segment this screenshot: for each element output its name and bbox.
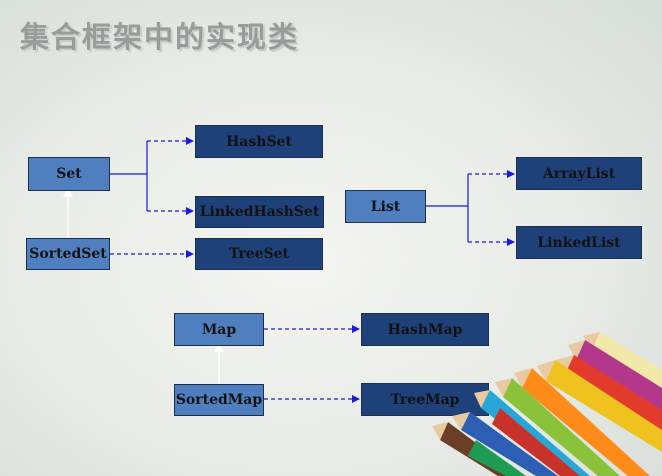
node-tree-set: TreeSet <box>195 238 323 270</box>
set-branch-connector <box>110 141 148 211</box>
pencil <box>452 412 558 476</box>
pencil <box>556 355 662 430</box>
pencil <box>537 360 662 452</box>
pencil <box>474 390 590 476</box>
node-list: List <box>345 190 426 223</box>
list-branch-connector <box>426 174 469 242</box>
pencil <box>495 378 620 476</box>
node-sorted-set: SortedSet <box>26 238 110 270</box>
pencil <box>468 440 526 476</box>
node-sorted-map: SortedMap <box>174 384 264 416</box>
pencil <box>514 368 650 476</box>
page-title: 集合框架中的实现类 <box>20 20 300 54</box>
node-linked-list: LinkedList <box>516 226 642 259</box>
pencil <box>492 408 580 476</box>
pencil <box>568 340 662 410</box>
node-set: Set <box>28 157 110 191</box>
node-array-list: ArrayList <box>516 157 642 190</box>
node-hash-map: HashMap <box>361 313 489 346</box>
node-map: Map <box>174 313 264 346</box>
node-tree-map: TreeMap <box>361 383 489 416</box>
node-linked-hash-set: LinkedHashSet <box>195 196 324 228</box>
node-hash-set: HashSet <box>195 125 323 158</box>
pencil <box>583 332 662 392</box>
